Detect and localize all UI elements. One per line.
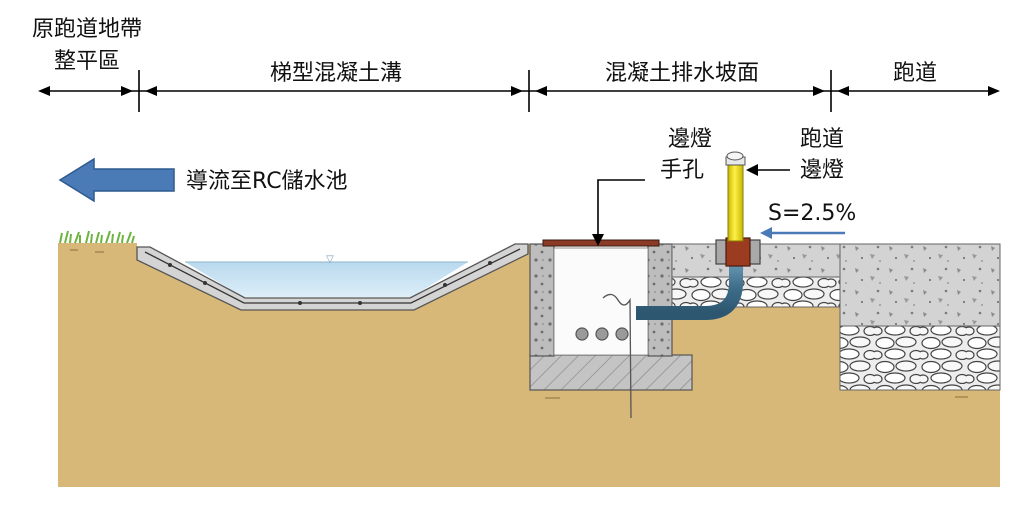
handhole-base	[529, 354, 693, 391]
runway-gravel-layer	[839, 325, 1001, 391]
svg-text:▽: ▽	[326, 254, 334, 265]
runway-concrete-layer	[839, 243, 1001, 327]
zone-label-runway: 跑道	[893, 61, 937, 86]
zone-label-concrete-slope: 混凝土排水坡面	[605, 61, 759, 86]
ditch-rebar	[144, 248, 521, 304]
handhole-leader	[597, 179, 645, 238]
edge-light-icon	[715, 151, 761, 267]
handhole-label-line1: 邊燈	[668, 127, 712, 152]
grounding-wire	[602, 293, 632, 419]
soil-ground	[58, 243, 1000, 487]
handhole-cover-icon	[542, 239, 660, 247]
zone-label-graded-strip-line2: 整平區	[54, 49, 120, 74]
handhole-wall-left	[529, 243, 555, 357]
slope-gravel-layer	[671, 276, 841, 308]
zone-label-trapezoid-ditch: 梯型混凝土溝	[270, 61, 402, 86]
arrow-left-icon	[58, 157, 175, 203]
flow-note: 導流至RC儲水池	[186, 169, 348, 194]
handhole-interior	[553, 247, 649, 356]
handhole-wall-right	[647, 243, 673, 357]
slope-arrow-icon	[760, 227, 772, 239]
ditch-rebar-dots	[168, 261, 492, 305]
handhole-label-line2: 手孔	[660, 158, 704, 183]
edge-light-label-line1: 跑道	[800, 127, 844, 152]
conduit-openings	[575, 327, 629, 341]
ditch-water	[185, 262, 468, 297]
zone-arrowheads	[38, 86, 1000, 96]
edge-light-label-line2: 邊燈	[800, 158, 844, 183]
grass-icon	[59, 230, 135, 244]
slope-label: S=2.5%	[768, 201, 856, 226]
ground-marks	[70, 249, 968, 399]
conduit-pipe	[636, 262, 743, 320]
zone-label-graded-strip-line1: 原跑道地帶	[32, 17, 142, 42]
